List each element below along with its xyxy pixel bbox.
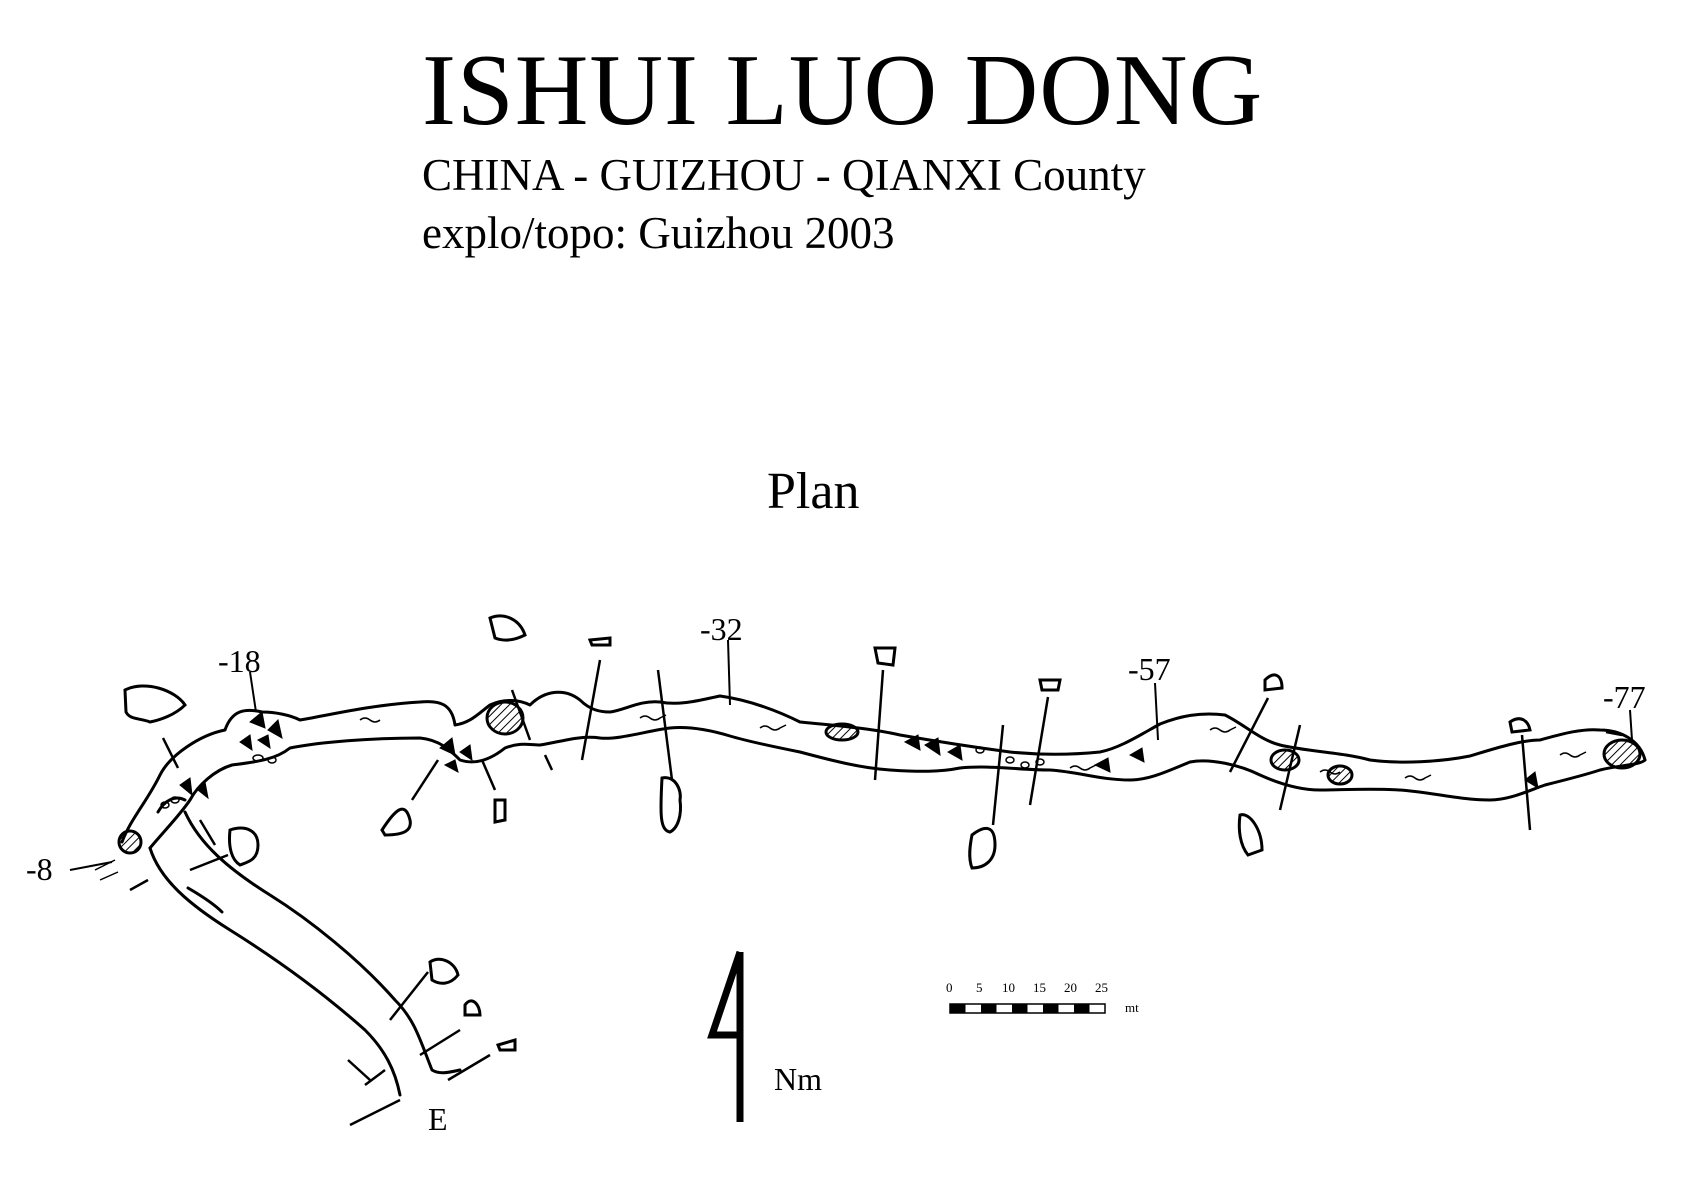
depth-label: -57 — [1128, 651, 1171, 687]
section-16 — [495, 1037, 517, 1052]
depth-label: -18 — [218, 643, 261, 679]
entrance-label: E — [428, 1101, 448, 1137]
map-credits: explo/topo: Guizhou 2003 — [422, 208, 895, 258]
depth-label: -77 — [1603, 679, 1646, 715]
section-11 — [1263, 673, 1284, 692]
sump-b — [824, 722, 860, 742]
section-9 — [1038, 678, 1062, 692]
sump-77 — [1602, 738, 1642, 770]
scale-tick: 5 — [976, 980, 983, 995]
north-label: Nm — [774, 1061, 822, 1097]
section-3 — [488, 614, 527, 642]
section-6 — [587, 636, 612, 647]
section-1 — [123, 684, 187, 724]
section-8 — [873, 646, 897, 667]
north-arrow — [707, 950, 744, 1122]
scale-unit: mt — [1125, 1000, 1139, 1015]
passage-wall-upper — [120, 690, 1647, 844]
section-10 — [968, 827, 997, 870]
scale-tick: 15 — [1033, 980, 1046, 995]
map-location: CHINA - GUIZHOU - QIANXI County — [422, 150, 1146, 200]
scale-tick: 10 — [1002, 980, 1015, 995]
title-block: ISHUI LUO DONG CHINA - GUIZHOU - QIANXI … — [422, 40, 1322, 260]
section-12 — [1237, 813, 1264, 857]
scale-tick: 25 — [1095, 980, 1108, 995]
sump-8 — [117, 829, 143, 855]
map-title: ISHUI LUO DONG — [422, 34, 1264, 147]
section-5 — [493, 798, 507, 824]
section-2 — [228, 826, 260, 867]
passage-wall-lower — [148, 726, 1647, 850]
section-14 — [428, 957, 460, 985]
section-4 — [380, 807, 412, 837]
depth-label: -8 — [26, 851, 53, 887]
entrance-passage-wall-a — [148, 846, 402, 1097]
sump-d — [1326, 764, 1354, 786]
section-7 — [659, 776, 682, 834]
scale-tick: 20 — [1064, 980, 1077, 995]
scale-tick: 0 — [946, 980, 953, 995]
sump-c — [1269, 748, 1301, 772]
entrance-loop — [156, 796, 224, 914]
entrance-passage-wall-b — [183, 810, 462, 1075]
section-13 — [1508, 717, 1532, 734]
plan-label: Plan — [767, 463, 860, 520]
depth-label: -32 — [700, 611, 743, 647]
section-15 — [463, 999, 482, 1017]
scale-bar — [949, 1003, 1106, 1014]
